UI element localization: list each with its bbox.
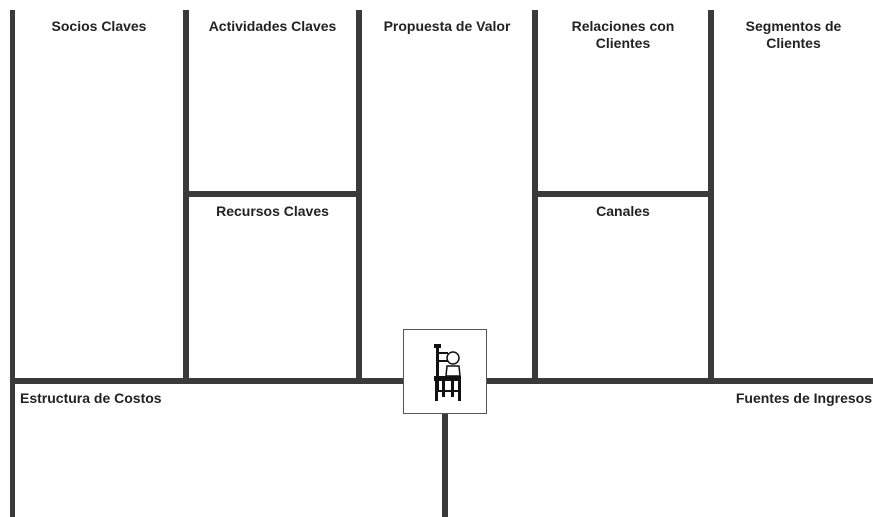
segments-label: Segmentos de Clientes	[745, 18, 842, 51]
revenue-label: Fuentes de Ingresos	[735, 390, 872, 406]
value-proposition-label: Propuesta de Valor	[383, 18, 511, 34]
divider-partners-activities	[183, 10, 189, 384]
divider-activities-value	[356, 10, 362, 384]
costs-label: Estructura de Costos	[20, 390, 162, 406]
divider-relationships-segments	[708, 10, 714, 384]
partners-label: Socios Claves	[51, 18, 147, 34]
center-emblem	[403, 329, 487, 414]
chair-icon	[434, 344, 461, 401]
divider-top-bottom-right	[487, 378, 873, 384]
divider-value-relationships	[532, 10, 538, 384]
divider-top-bottom-left	[10, 378, 403, 384]
divider-activities-resources	[186, 191, 359, 197]
activities-label: Actividades Claves	[208, 18, 337, 34]
divider-costs-revenue	[442, 413, 448, 517]
resources-label: Recursos Claves	[216, 203, 329, 219]
relationships-label: Relaciones con Clientes	[571, 18, 675, 51]
divider-left-edge	[10, 10, 15, 517]
divider-relationships-channels	[535, 191, 711, 197]
channels-label: Canales	[596, 203, 650, 219]
